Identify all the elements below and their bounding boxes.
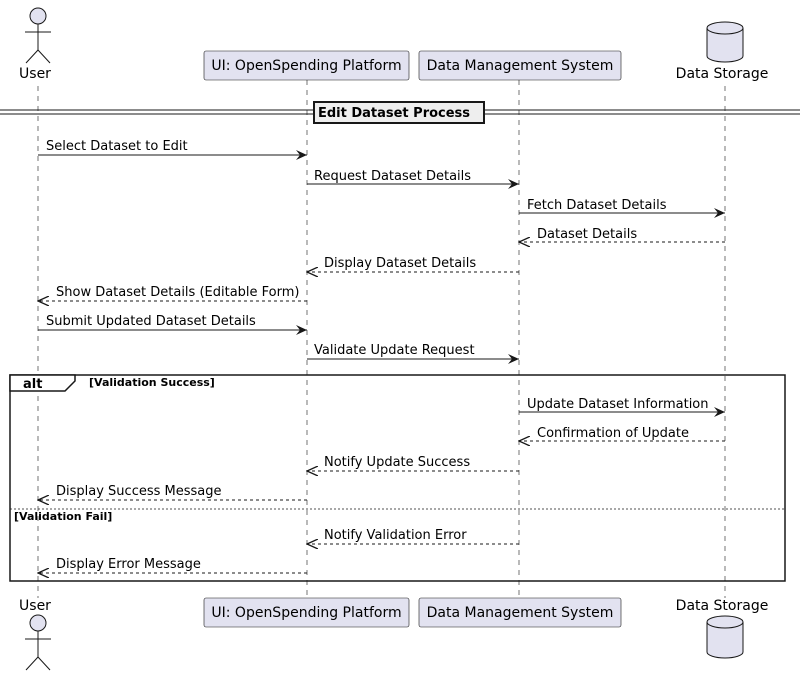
participant-storage-label: Data Storage [676,598,769,614]
message-label: Submit Updated Dataset Details [46,314,256,329]
message-label: Show Dataset Details (Editable Form) [56,285,299,300]
message-8: Validate Update Request [307,343,519,364]
participant-dms-label: Data Management System [427,605,614,621]
message-label: Validate Update Request [314,343,475,358]
participant-user-label: User [19,598,51,614]
participant-ui-top: UI: OpenSpending Platform [203,50,410,81]
message-13: Notify Validation Error [307,528,519,544]
participant-storage-top: Data Storage [676,21,769,82]
message-11: Notify Update Success [307,455,519,471]
message-4: Dataset Details [519,227,725,242]
divider-box [313,101,485,124]
participant-ui-label: UI: OpenSpending Platform [211,58,401,74]
message-9: Update Dataset Information [519,397,725,417]
message-label: Confirmation of Update [537,426,689,441]
participant-storage-bottom: Data Storage [676,598,769,659]
actor-icon [25,614,51,671]
message-label: Display Error Message [56,557,201,572]
message-label: Request Dataset Details [314,169,471,184]
message-2: Request Dataset Details [307,169,519,189]
message-label: Dataset Details [537,227,637,242]
message-label: Notify Update Success [324,455,470,470]
message-label: Display Success Message [56,484,222,499]
message-3: Fetch Dataset Details [519,198,725,218]
participant-dms-label: Data Management System [427,58,614,74]
divider: Edit Dataset Process [0,101,800,124]
participant-user-label: User [19,66,51,82]
message-10: Confirmation of Update [519,426,725,441]
message-7: Submit Updated Dataset Details [38,314,307,335]
divider-title: Edit Dataset Process [318,106,470,121]
participant-ui-bottom: UI: OpenSpending Platform [203,597,410,628]
participant-user-bottom: User [19,598,51,671]
database-icon [706,615,744,659]
participant-user-top: User [19,7,51,82]
message-label: Fetch Dataset Details [527,198,667,213]
alt-tab [9,374,76,392]
message-1: Select Dataset to Edit [38,139,307,160]
alt-fragment: alt [Validation Success] [Validation Fai… [9,374,786,582]
database-icon [706,21,744,63]
participant-ui-label: UI: OpenSpending Platform [211,605,401,621]
message-label: Display Dataset Details [324,256,476,271]
actor-icon [25,7,51,64]
participant-storage-label: Data Storage [676,66,769,82]
message-14: Display Error Message [38,557,307,573]
participant-dms-bottom: Data Management System [418,597,622,628]
message-6: Show Dataset Details (Editable Form) [38,285,307,301]
message-label: Select Dataset to Edit [46,139,188,154]
alt-keyword: alt [23,377,42,392]
message-label: Update Dataset Information [527,397,709,412]
participant-dms-top: Data Management System [418,50,622,81]
alt-guard-fail: [Validation Fail] [14,510,112,523]
message-label: Notify Validation Error [324,528,467,543]
alt-guard-success: [Validation Success] [89,376,215,389]
message-5: Display Dataset Details [307,256,519,272]
message-12: Display Success Message [38,484,307,500]
